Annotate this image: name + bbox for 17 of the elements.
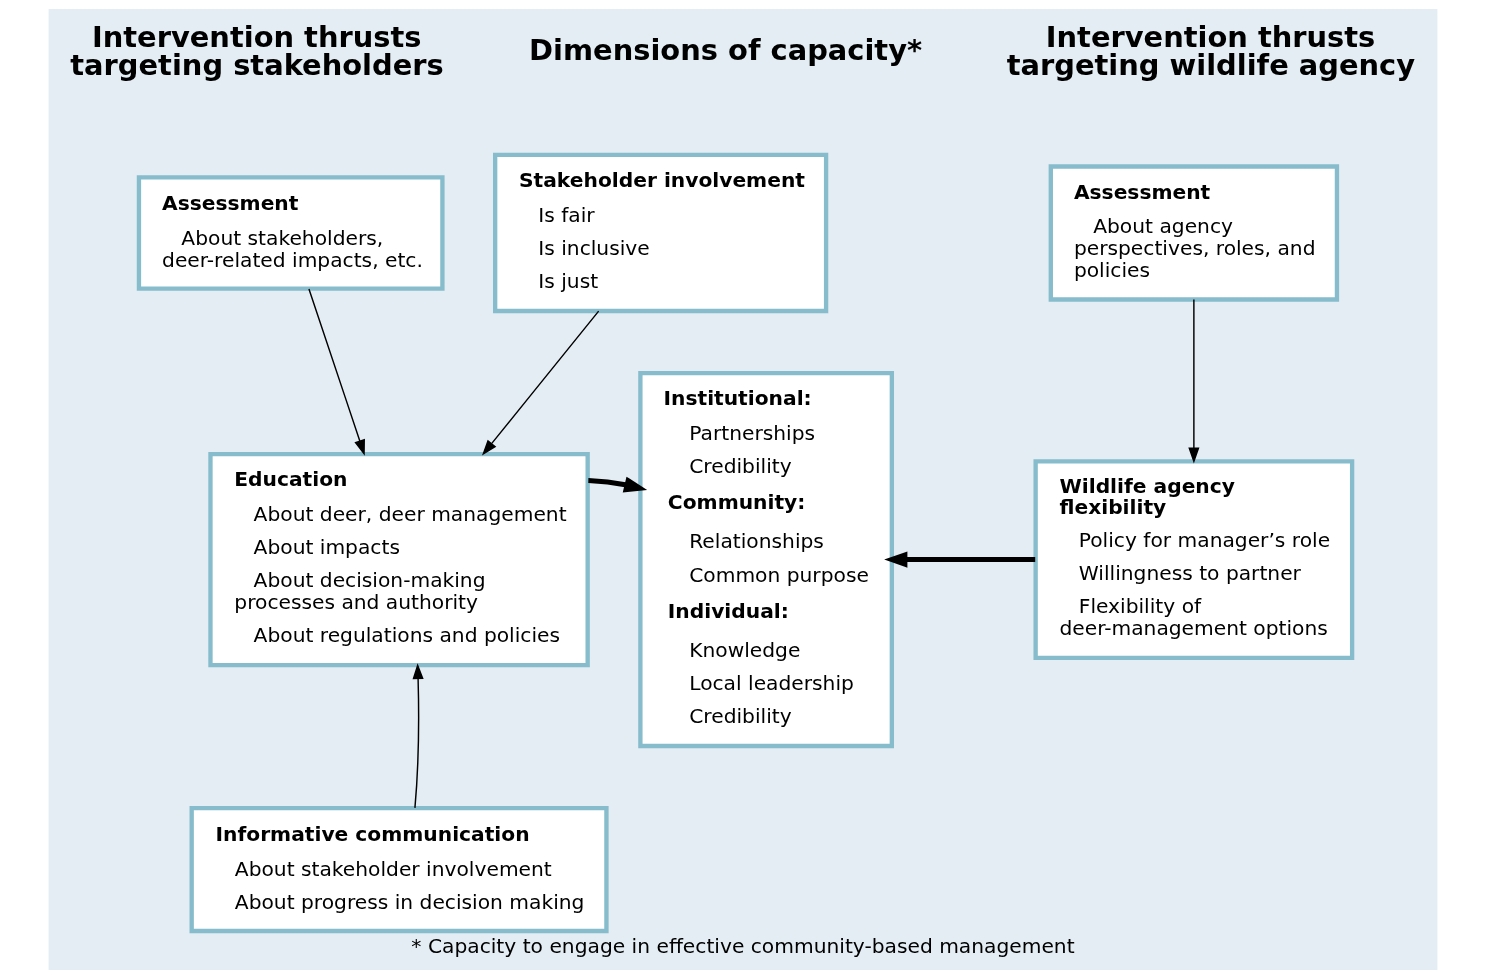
arrow — [481, 309, 599, 456]
arrow — [587, 476, 647, 492]
label: Intervention thrusts targeting wildlife agency — [1006, 19, 1415, 82]
label: Dimensions of capacity* — [528, 32, 922, 67]
arrow — [307, 287, 365, 456]
arrow — [1187, 298, 1199, 463]
node-box: Wildlife agency flexibility Policy for manager’s role Willingness to partner Flexibility of deer-management options — [1032, 458, 1354, 660]
node-box: Assessment About agency perspectives, roles, and policies — [1048, 163, 1339, 302]
node-box: Assessment About stakeholders, deer-related impacts, etc. — [136, 174, 445, 291]
arrow — [883, 550, 1035, 568]
node-box: Education About deer, deer management About impacts About decision-making processes and authority About regulations and policies — [207, 451, 590, 667]
node-box: Stakeholder involvement Is fair Is inclusive Is just — [492, 152, 828, 313]
node-box: Informative communication About stakeholder involvement About progress in decision making — [189, 805, 609, 933]
node-box: Institutional: Partnerships Credibility Community: Relationships Common purpose Individual: Knowledge Local leadership Credibility — [637, 370, 894, 748]
caption: * Capacity to engage in effective community-based management — [410, 933, 1075, 958]
label: Intervention thrusts targeting stakeholders — [69, 19, 444, 82]
arrow — [412, 662, 424, 809]
